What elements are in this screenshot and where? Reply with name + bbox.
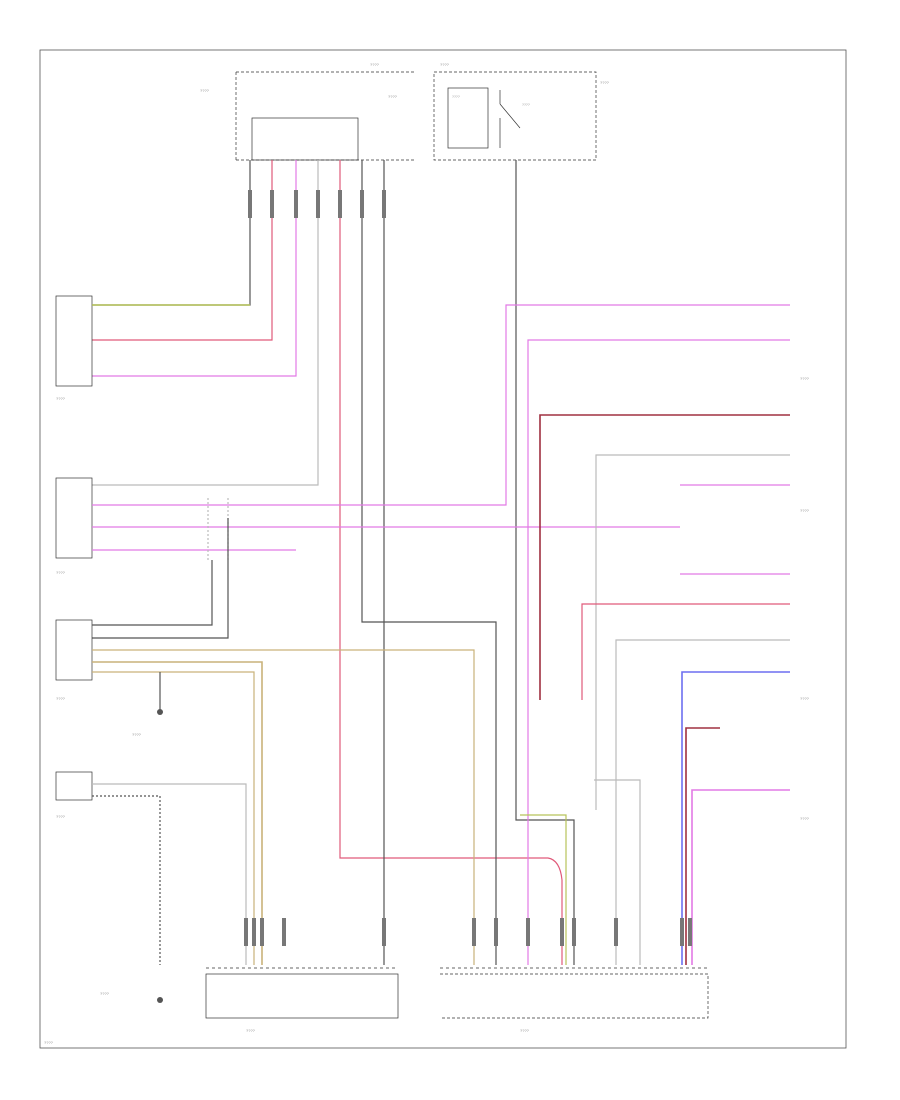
diagram-frame — [39, 49, 847, 1049]
conn-d-wire-2 — [92, 795, 161, 965]
conn-b-gray-drop — [92, 518, 229, 639]
ground-unit-label: ???? — [132, 732, 142, 737]
right-unit-4-label: ???? — [800, 816, 810, 821]
sensor-a-label: ???? — [56, 396, 66, 401]
bottom-module-right: ???? — [440, 967, 709, 1033]
conn-c-tan-1 — [92, 649, 475, 965]
connector-c-label: ???? — [56, 696, 66, 701]
bottom-module-left: ???? — [205, 967, 399, 1033]
relay-label: ???? — [522, 103, 530, 107]
right-sensor-2-label: ???? — [800, 508, 810, 513]
top-module-side-label: ???? — [200, 88, 210, 93]
right-ygr-wire — [520, 814, 567, 965]
right-dkred-short — [685, 727, 720, 965]
top-module: ???? ???? ???? — [200, 62, 415, 161]
ground-bottom-label: ???? — [100, 991, 110, 996]
right-blue-wire — [681, 671, 790, 965]
connector-b: ???? — [55, 477, 93, 575]
bottom-module-right-label: ???? — [520, 1028, 530, 1033]
top-connector-pins — [248, 190, 386, 218]
right-mag-wire-4 — [691, 789, 790, 965]
sensor-a: ???? — [55, 295, 93, 401]
bottom-connector-pins — [244, 918, 692, 946]
relay-box-side-label: ???? — [600, 80, 610, 85]
corner-label: ???? — [44, 1040, 54, 1045]
relay-box-inner-label: ???? — [452, 95, 460, 99]
top-module-title: ???? — [370, 62, 380, 67]
connector-d-label: ???? — [56, 814, 66, 819]
relay-box-title: ???? — [440, 62, 450, 67]
right-light-wire-2 — [615, 639, 790, 965]
conn-b-wire-1 — [92, 304, 790, 506]
relay-feed-wire — [515, 160, 575, 965]
right-light-wire — [595, 454, 790, 810]
conn-c-tan-3 — [92, 671, 255, 965]
relay-box: ???? ???? ???? ???? — [433, 62, 610, 161]
connector-d: ???? — [55, 771, 93, 819]
right-light-wire-3 — [594, 779, 641, 965]
conn-c-tan-2 — [92, 661, 263, 965]
bottom-module-left-label: ???? — [246, 1028, 256, 1033]
ground-bottom: ???? — [100, 991, 163, 1003]
right-mag-wire-1 — [527, 339, 790, 965]
top-module-right-label: ???? — [388, 94, 398, 99]
conn-b-splice — [207, 498, 229, 560]
right-red-wire — [581, 603, 790, 700]
ground-unit: ???? — [132, 672, 163, 737]
right-sensor-1-label: ???? — [800, 376, 810, 381]
conn-d-wire-1 — [92, 783, 247, 965]
right-dkred-wire — [539, 414, 790, 700]
right-switch-label: ???? — [800, 696, 810, 701]
conn-c-wire-1 — [92, 560, 213, 626]
connector-b-label: ???? — [56, 570, 66, 575]
connector-c: ???? — [55, 619, 93, 701]
top-wires — [92, 160, 563, 965]
